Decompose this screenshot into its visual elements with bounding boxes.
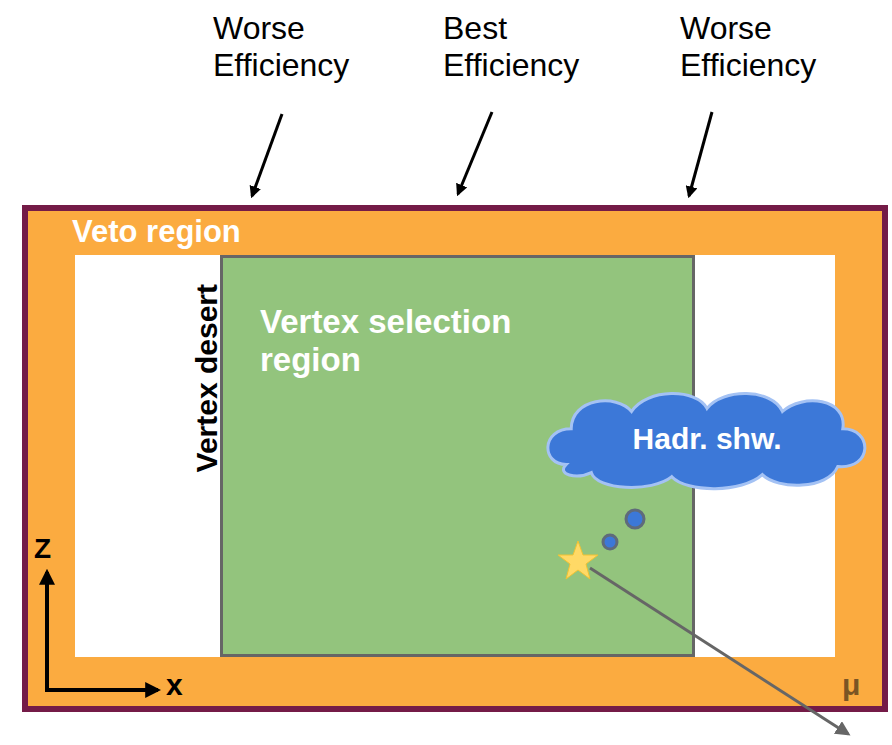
axis-label: x	[166, 668, 183, 703]
leader-line	[252, 114, 282, 196]
leader-line	[458, 112, 492, 194]
leader-line	[689, 112, 712, 196]
cloud-shape	[548, 394, 865, 489]
veto-region: Vertex selection region Vertex desertHadr…	[22, 205, 888, 712]
muon-track	[590, 568, 848, 734]
leader-arrows	[252, 112, 712, 196]
efficiency-label: Worse Efficiency	[680, 10, 870, 84]
shower-bubble	[626, 510, 644, 528]
region-label: Vertex desert	[190, 284, 225, 472]
efficiency-label: Best Efficiency	[443, 10, 633, 84]
axis-label: Z	[34, 533, 51, 565]
vertex-star	[558, 541, 598, 579]
region-label: Hadr. shw.	[633, 422, 782, 457]
region-label: Vertex selection region	[260, 303, 620, 379]
hadronic-shower-cloud: Hadr. shw.	[536, 383, 878, 495]
region-label: Veto region	[72, 214, 241, 250]
z-axis	[45, 572, 49, 690]
axes	[45, 572, 158, 690]
particle-label: μ	[842, 668, 860, 703]
shower-bubble	[603, 535, 617, 549]
x-axis	[45, 688, 158, 692]
efficiency-label: Worse Efficiency	[213, 10, 403, 84]
